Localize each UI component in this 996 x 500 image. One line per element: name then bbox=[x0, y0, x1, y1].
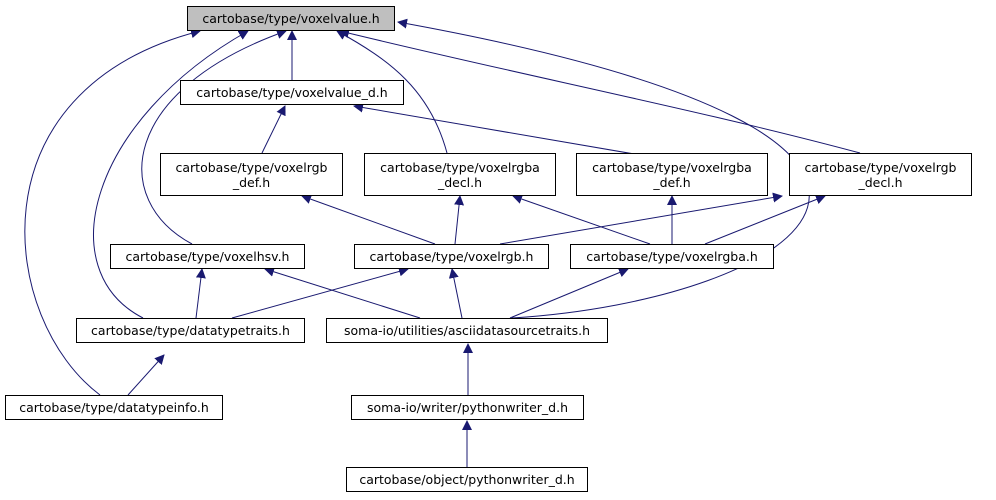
edge-voxelrgba-to-voxelrgb_decl bbox=[704, 194, 826, 245]
edge-datatypetraits-to-voxelhsv bbox=[195, 268, 206, 319]
node-voxelrgba[interactable]: cartobase/type/voxelrgba.h bbox=[570, 244, 774, 269]
node-label: soma-io/writer/pythonwriter_d.h bbox=[367, 400, 568, 415]
node-voxelrgba-def[interactable]: cartobase/type/voxelrgba _def.h bbox=[576, 153, 768, 196]
edge-voxelrgba_decl-to-voxelvalue bbox=[336, 30, 448, 154]
edge-voxelrgb_decl-to-voxelvalue bbox=[339, 28, 861, 154]
node-label-line2: _decl.h bbox=[437, 174, 483, 190]
edge-asciidatasourcetraits-to-voxelvalue bbox=[397, 18, 810, 319]
edge-datatypeinfo-to-voxelvalue bbox=[24, 28, 201, 396]
edge-voxelrgba_def-to-voxelvalue_d bbox=[353, 102, 641, 156]
node-label-line2: _decl.h bbox=[858, 174, 903, 190]
node-asciidatasourcetraits[interactable]: soma-io/utilities/asciidatasourcetraits.… bbox=[326, 318, 608, 343]
node-voxelrgba-decl[interactable]: cartobase/type/voxelrgba _decl.h bbox=[364, 153, 556, 196]
node-label-line1: cartobase/type/voxelrgba bbox=[380, 159, 540, 175]
edge-voxelrgb-to-voxelrgb_decl bbox=[499, 192, 783, 245]
edge-voxelrgb_def-to-voxelvalue_d bbox=[261, 105, 286, 154]
edge-datatypeinfo-to-datatypetraits bbox=[127, 354, 165, 396]
node-label: cartobase/type/voxelvalue_d.h bbox=[196, 85, 388, 100]
node-datatypetraits[interactable]: cartobase/type/datatypetraits.h bbox=[76, 318, 305, 343]
node-label: cartobase/type/datatypeinfo.h bbox=[19, 400, 209, 415]
edge-datatypetraits-to-voxelvalue bbox=[93, 30, 249, 319]
edge-voxelhsv-to-voxelvalue bbox=[141, 29, 287, 245]
node-object-pythonwriter-d[interactable]: cartobase/object/pythonwriter_d.h bbox=[346, 467, 588, 492]
node-pythonwriter-d[interactable]: soma-io/writer/pythonwriter_d.h bbox=[351, 395, 584, 420]
edge-asciidatasourcetraits-to-voxelhsv bbox=[264, 266, 421, 319]
node-label-line1: cartobase/type/voxelrgb bbox=[175, 159, 328, 175]
node-label: cartobase/type/datatypetraits.h bbox=[91, 323, 290, 338]
node-label: cartobase/type/voxelvalue.h bbox=[202, 11, 380, 26]
edge-voxelrgb-to-voxelrgb_def bbox=[301, 194, 436, 245]
node-label-line1: cartobase/type/voxelrgba bbox=[592, 159, 752, 175]
edge-voxelrgb-to-voxelrgba_decl bbox=[454, 195, 465, 245]
node-voxelrgb-def[interactable]: cartobase/type/voxelrgb _def.h bbox=[160, 153, 343, 196]
node-label-line1: cartobase/type/voxelrgb bbox=[804, 159, 957, 175]
edge-voxelrgba-to-voxelrgba_decl bbox=[512, 194, 651, 245]
node-label: cartobase/type/voxelrgba.h bbox=[586, 249, 758, 264]
node-voxelrgb-decl[interactable]: cartobase/type/voxelrgb _decl.h bbox=[789, 153, 972, 196]
node-voxelhsv[interactable]: cartobase/type/voxelhsv.h bbox=[110, 244, 305, 269]
node-label: cartobase/type/voxelhsv.h bbox=[125, 249, 290, 264]
node-voxelrgb[interactable]: cartobase/type/voxelrgb.h bbox=[354, 244, 549, 269]
node-label: cartobase/type/voxelrgb.h bbox=[369, 249, 534, 264]
node-label-line2: _def.h bbox=[232, 174, 271, 190]
node-voxelvalue-d[interactable]: cartobase/type/voxelvalue_d.h bbox=[180, 80, 404, 105]
node-voxelvalue: cartobase/type/voxelvalue.h bbox=[187, 6, 395, 31]
node-label: soma-io/utilities/asciidatasourcetraits.… bbox=[343, 323, 590, 338]
edge-datatypetraits-to-voxelrgb bbox=[231, 266, 409, 319]
node-label: cartobase/object/pythonwriter_d.h bbox=[359, 472, 575, 487]
edge-asciidatasourcetraits-to-voxelrgb bbox=[448, 268, 463, 319]
node-datatypeinfo[interactable]: cartobase/type/datatypeinfo.h bbox=[5, 395, 223, 420]
edge-asciidatasourcetraits-to-voxelrgba bbox=[509, 267, 629, 319]
node-label-line2: _def.h bbox=[653, 174, 691, 190]
